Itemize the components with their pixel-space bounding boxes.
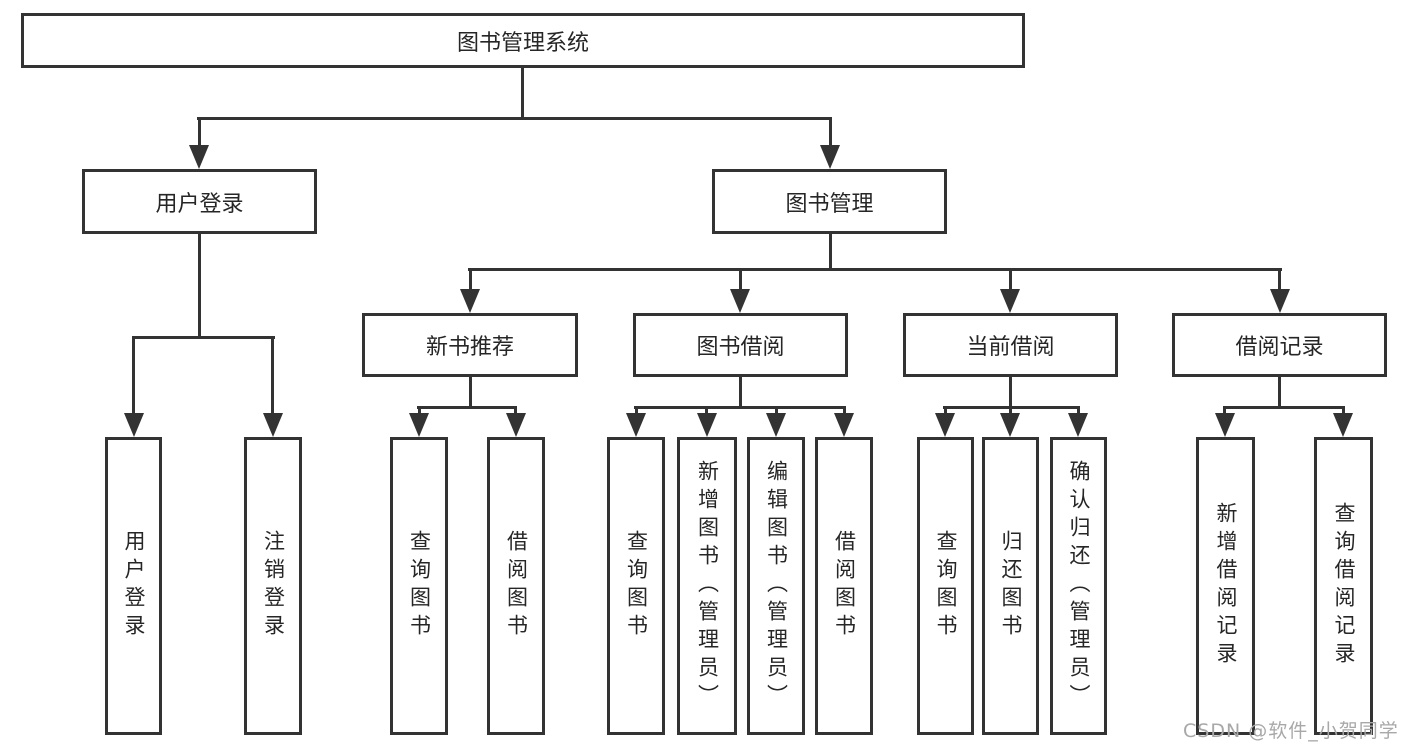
connector-newbook-stub — [469, 377, 472, 407]
arrowhead-down — [1068, 413, 1088, 437]
arrowhead-down — [697, 413, 717, 437]
arrowhead-down — [1215, 413, 1235, 437]
connector-leaf-drop — [418, 406, 421, 416]
connector-level1-hline — [197, 117, 832, 120]
connector-level3-hline — [468, 268, 1282, 271]
connector-leaf-drop — [1223, 406, 1226, 416]
arrowhead-down — [189, 145, 209, 169]
arrowhead-down — [834, 413, 854, 437]
node-library-management-system: 图书管理系统 — [21, 13, 1025, 68]
connector-leaf-drop — [635, 406, 638, 416]
node-new-book-recommend: 新书推荐 — [362, 313, 578, 377]
node-borrowing-query-book: 查询图书 — [607, 437, 665, 735]
connector-user-login-stub — [198, 234, 201, 337]
node-user-login-branch: 用户登录 — [82, 169, 317, 234]
node-current-query-book: 查询图书 — [917, 437, 974, 735]
arrowhead-down — [506, 413, 526, 437]
csdn-watermark: CSDN @软件_小贺同学 — [1183, 720, 1399, 742]
connector-book-mgmt-stub — [829, 234, 832, 271]
node-borrowing-records: 借阅记录 — [1172, 313, 1387, 377]
connector-level3-drop — [739, 268, 742, 292]
connector-currentborrow-stub — [1009, 377, 1012, 407]
node-book-borrowing: 图书借阅 — [633, 313, 848, 377]
connector-level3-drop — [1009, 268, 1012, 292]
arrowhead-down — [1000, 413, 1020, 437]
connector-leaf-drop — [1342, 406, 1345, 416]
node-borrowing-borrow-book: 借阅图书 — [815, 437, 873, 735]
connector-leaf-drop — [775, 406, 778, 416]
connector-book-mgmt-drop — [829, 117, 832, 147]
connector-level3-drop — [469, 268, 472, 292]
connector-leaf-drop — [705, 406, 708, 416]
arrowhead-down — [460, 289, 480, 313]
arrowhead-down — [1333, 413, 1353, 437]
connector-leaf-drop — [1077, 406, 1080, 416]
connector-bookborrow-stub — [739, 377, 742, 407]
connector-root-stub — [521, 68, 524, 117]
node-newbook-query-book: 查询图书 — [390, 437, 448, 735]
connector-user-login-hline — [132, 336, 275, 339]
node-user-login-leaf: 用户登录 — [105, 437, 162, 735]
connector-newbook-hline — [417, 406, 517, 409]
arrowhead-down — [935, 413, 955, 437]
node-borrowing-edit-book-admin: 编辑图书（管理员） — [747, 437, 805, 735]
arrowhead-down — [766, 413, 786, 437]
connector-leaf-drop — [944, 406, 947, 416]
node-newbook-borrow-book: 借阅图书 — [487, 437, 545, 735]
arrowhead-down — [409, 413, 429, 437]
arrowhead-down — [124, 413, 144, 437]
connector-leaf-drop — [514, 406, 517, 416]
arrowhead-down — [1270, 289, 1290, 313]
node-book-management-branch: 图书管理 — [712, 169, 947, 234]
node-borrowing-add-book-admin: 新增图书（管理员） — [677, 437, 737, 735]
connector-leaf-drop — [132, 336, 135, 414]
connector-records-hline — [1223, 406, 1345, 409]
connector-user-login-drop — [198, 117, 201, 147]
connector-leaf-drop — [271, 336, 274, 414]
connector-bookborrow-hline — [634, 406, 845, 409]
node-records-add-record: 新增借阅记录 — [1196, 437, 1255, 735]
connector-leaf-drop — [1009, 406, 1012, 416]
arrowhead-down — [1000, 289, 1020, 313]
node-current-borrowing: 当前借阅 — [903, 313, 1118, 377]
node-logout-leaf: 注销登录 — [244, 437, 302, 735]
arrowhead-down — [730, 289, 750, 313]
connector-level3-drop — [1278, 268, 1281, 292]
arrowhead-down — [820, 145, 840, 169]
connector-records-stub — [1278, 377, 1281, 407]
connector-leaf-drop — [843, 406, 846, 416]
node-current-confirm-return-admin: 确认归还（管理员） — [1050, 437, 1107, 735]
node-records-query-record: 查询借阅记录 — [1314, 437, 1373, 735]
arrowhead-down — [263, 413, 283, 437]
arrowhead-down — [626, 413, 646, 437]
node-current-return-book: 归还图书 — [982, 437, 1039, 735]
